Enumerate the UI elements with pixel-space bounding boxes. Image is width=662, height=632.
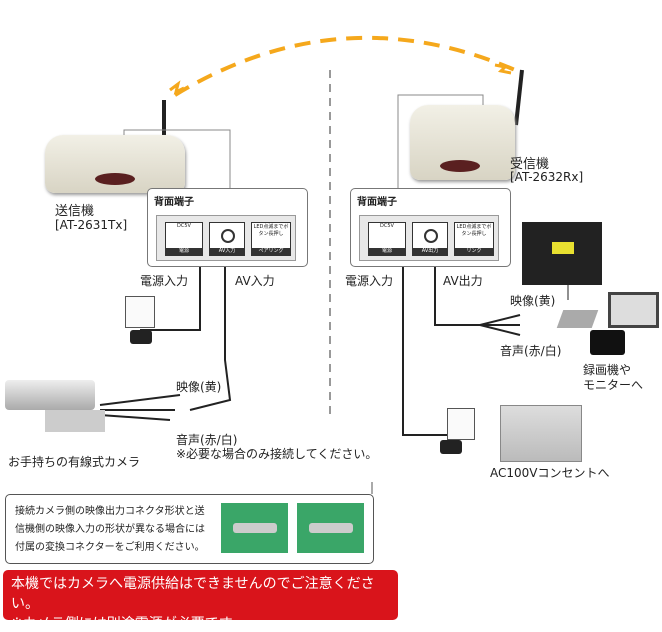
pair-note: LED点滅までボタン長押し [253, 224, 289, 237]
monitor-icon [608, 292, 659, 328]
rx-av-label: AV出力 [443, 274, 483, 288]
panel-title: 背面端子 [154, 197, 194, 208]
rx-power-label: 電源入力 [345, 274, 394, 288]
tx-power-label: 電源入力 [140, 274, 189, 288]
dest-line2: モニターへ [583, 378, 644, 392]
dc-label: DC5V [380, 223, 394, 229]
pair-button: ペアリング [252, 248, 290, 255]
converter-photo [297, 503, 364, 553]
transmitter-rear-panel: 背面端子 DC5V 電源 AV入力 LED点滅までボタン長押しペアリング [147, 188, 308, 267]
receiver-model: [AT-2632Rx] [510, 170, 584, 184]
warning-line2: ※カメラ側には別途電源が必要です。 [11, 616, 246, 632]
optional-note: ※必要な場合のみ接続してください。 [176, 447, 378, 461]
ac-adapter-icon [440, 440, 462, 454]
warning-box: 本機ではカメラへ電源供給はできませんのでご注意ください。 ※カメラ側には別途電源… [3, 570, 398, 632]
recorder-icon [556, 310, 599, 328]
recorder-icon [590, 330, 625, 355]
camera-mount-icon [45, 410, 105, 432]
connection-photo [522, 222, 602, 285]
signal-bolt-icon [494, 63, 512, 75]
note-text: 接続カメラ側の映像出力コネクタ形状と送 信機側の映像入力の形状が異なる場合には … [15, 506, 205, 553]
transmitter-name: 送信機 [55, 204, 95, 219]
camera-audio-label: 音声(赤/白) [176, 433, 238, 447]
power-terminal: 電源 [369, 248, 405, 255]
antenna-icon [514, 69, 524, 126]
converter-photo [221, 503, 288, 553]
wireless-signal-arc [173, 35, 516, 97]
camera-icon [5, 380, 95, 410]
transmitter-device [45, 135, 185, 193]
av-terminal: AV出力 [413, 248, 447, 255]
camera-label: お手持ちの有線式カメラ [8, 455, 141, 469]
ac-adapter-icon [130, 330, 152, 344]
converter-note: 接続カメラ側の映像出力コネクタ形状と送 信機側の映像入力の形状が異なる場合には … [5, 494, 374, 564]
receiver-rear-panel: 背面端子 DC5V 電源 AV出力 LED点滅までボタン長押しリンク [350, 188, 511, 267]
tx-av-label: AV入力 [235, 274, 275, 288]
receiver-name: 受信機 [510, 157, 550, 172]
av-terminal: AV入力 [210, 248, 244, 255]
panel-title: 背面端子 [357, 197, 397, 208]
signal-bolt-icon [169, 80, 185, 95]
camera-video-label: 映像(黄) [176, 380, 222, 394]
power-terminal: 電源 [166, 248, 202, 255]
rx-audio-label: 音声(赤/白) [500, 344, 562, 358]
dc-label: DC5V [177, 223, 191, 229]
transmitter-model: [AT-2631Tx] [55, 218, 128, 232]
receiver-device [410, 105, 515, 180]
outlet-icon [125, 296, 155, 328]
wall-outlet-photo [500, 405, 582, 462]
link-button: リンク [455, 248, 493, 255]
rx-video-label: 映像(黄) [510, 294, 556, 308]
warning-line1: 本機ではカメラへ電源供給はできませんのでご注意ください。 [11, 576, 375, 612]
dest-line1: 録画機や [583, 363, 632, 377]
outlet-icon [447, 408, 475, 440]
pair-note: LED点滅までボタン長押し [456, 224, 492, 237]
outlet-label: AC100Vコンセントへ [490, 466, 610, 480]
